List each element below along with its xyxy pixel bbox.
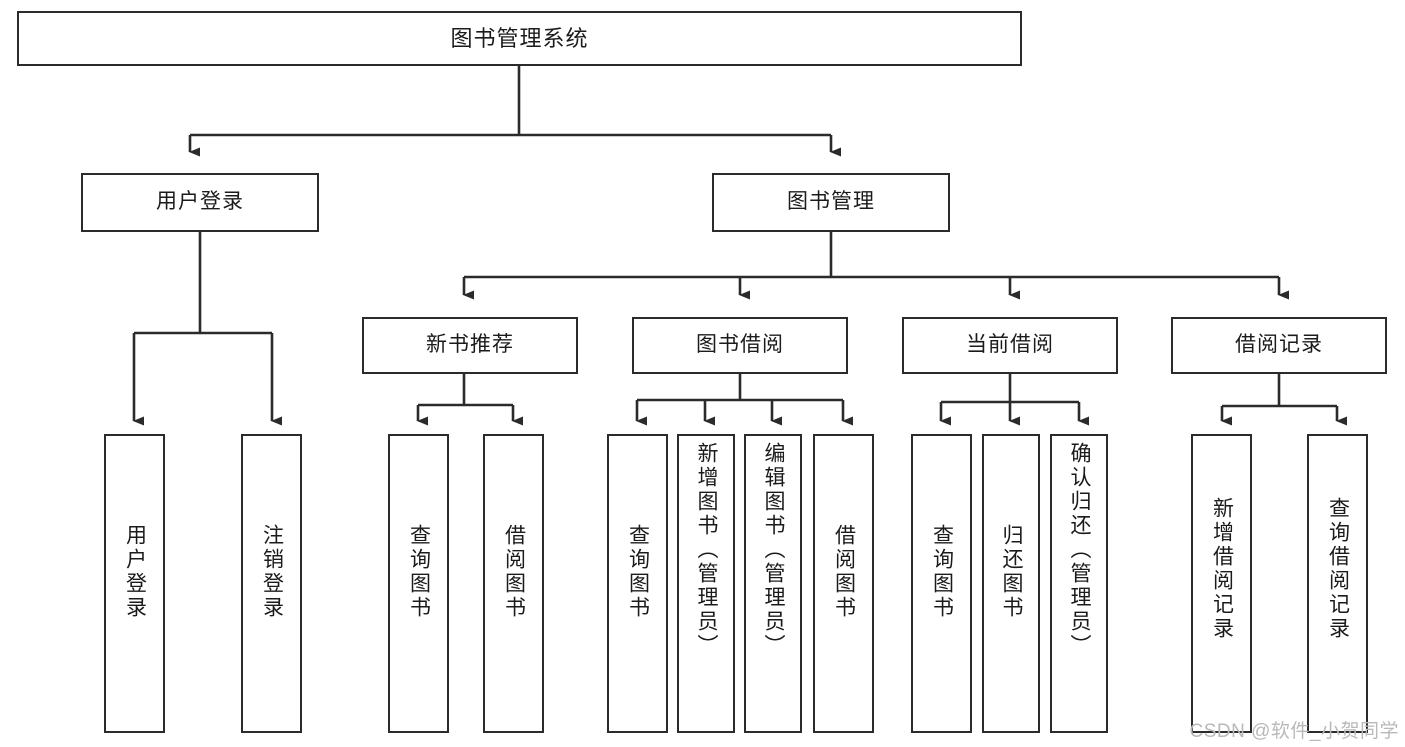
node-root-label: 图书管理系统 bbox=[450, 25, 589, 51]
node-borrow-record-label: 借阅记录 bbox=[1235, 333, 1323, 357]
leaf-new-book-2[interactable]: 借阅图书 bbox=[483, 434, 544, 733]
leaf-book-borrow-2-label: 新增图书（管理员） bbox=[695, 442, 719, 658]
node-new-book-recommend-label: 新书推荐 bbox=[426, 333, 514, 357]
node-book-management[interactable]: 图书管理 bbox=[712, 173, 950, 232]
leaf-new-book-1[interactable]: 查询图书 bbox=[388, 434, 449, 733]
leaf-borrow-record-2-label: 查询借阅记录 bbox=[1326, 497, 1350, 641]
leaf-current-borrow-1-label: 查询图书 bbox=[930, 524, 954, 620]
leaf-borrow-record-1-label: 新增借阅记录 bbox=[1210, 497, 1234, 641]
leaf-book-borrow-3-label: 编辑图书（管理员） bbox=[762, 442, 786, 658]
leaf-current-borrow-3[interactable]: 确认归还（管理员） bbox=[1050, 434, 1108, 733]
leaf-book-borrow-4-label: 借阅图书 bbox=[832, 524, 856, 620]
leaf-user-login-2[interactable]: 注销登录 bbox=[241, 434, 302, 733]
node-current-borrow[interactable]: 当前借阅 bbox=[902, 317, 1118, 374]
node-book-borrow[interactable]: 图书借阅 bbox=[632, 317, 848, 374]
leaf-book-borrow-1[interactable]: 查询图书 bbox=[607, 434, 668, 733]
leaf-user-login-2-label: 注销登录 bbox=[260, 524, 284, 620]
leaf-book-borrow-2[interactable]: 新增图书（管理员） bbox=[677, 434, 735, 733]
leaf-user-login-1[interactable]: 用户登录 bbox=[104, 434, 165, 733]
node-user-login[interactable]: 用户登录 bbox=[81, 173, 319, 232]
node-book-management-label: 图书管理 bbox=[787, 190, 875, 214]
leaf-current-borrow-2-label: 归还图书 bbox=[1000, 524, 1024, 620]
leaf-borrow-record-2[interactable]: 查询借阅记录 bbox=[1307, 434, 1368, 733]
leaf-current-borrow-2[interactable]: 归还图书 bbox=[982, 434, 1040, 733]
node-current-borrow-label: 当前借阅 bbox=[966, 333, 1054, 357]
leaf-book-borrow-1-label: 查询图书 bbox=[626, 524, 650, 620]
leaf-current-borrow-1[interactable]: 查询图书 bbox=[911, 434, 972, 733]
leaf-current-borrow-3-label: 确认归还（管理员） bbox=[1068, 442, 1092, 658]
node-borrow-record[interactable]: 借阅记录 bbox=[1171, 317, 1387, 374]
node-user-login-label: 用户登录 bbox=[156, 190, 244, 214]
node-root[interactable]: 图书管理系统 bbox=[17, 11, 1022, 66]
leaf-book-borrow-4[interactable]: 借阅图书 bbox=[813, 434, 874, 733]
leaf-book-borrow-3[interactable]: 编辑图书（管理员） bbox=[744, 434, 802, 733]
leaf-new-book-1-label: 查询图书 bbox=[407, 524, 431, 620]
leaf-user-login-1-label: 用户登录 bbox=[123, 524, 147, 620]
watermark: CSDN @软件_小贺同学 bbox=[1189, 721, 1399, 742]
node-new-book-recommend[interactable]: 新书推荐 bbox=[362, 317, 578, 374]
leaf-new-book-2-label: 借阅图书 bbox=[502, 524, 526, 620]
node-book-borrow-label: 图书借阅 bbox=[696, 333, 784, 357]
leaf-borrow-record-1[interactable]: 新增借阅记录 bbox=[1191, 434, 1252, 733]
